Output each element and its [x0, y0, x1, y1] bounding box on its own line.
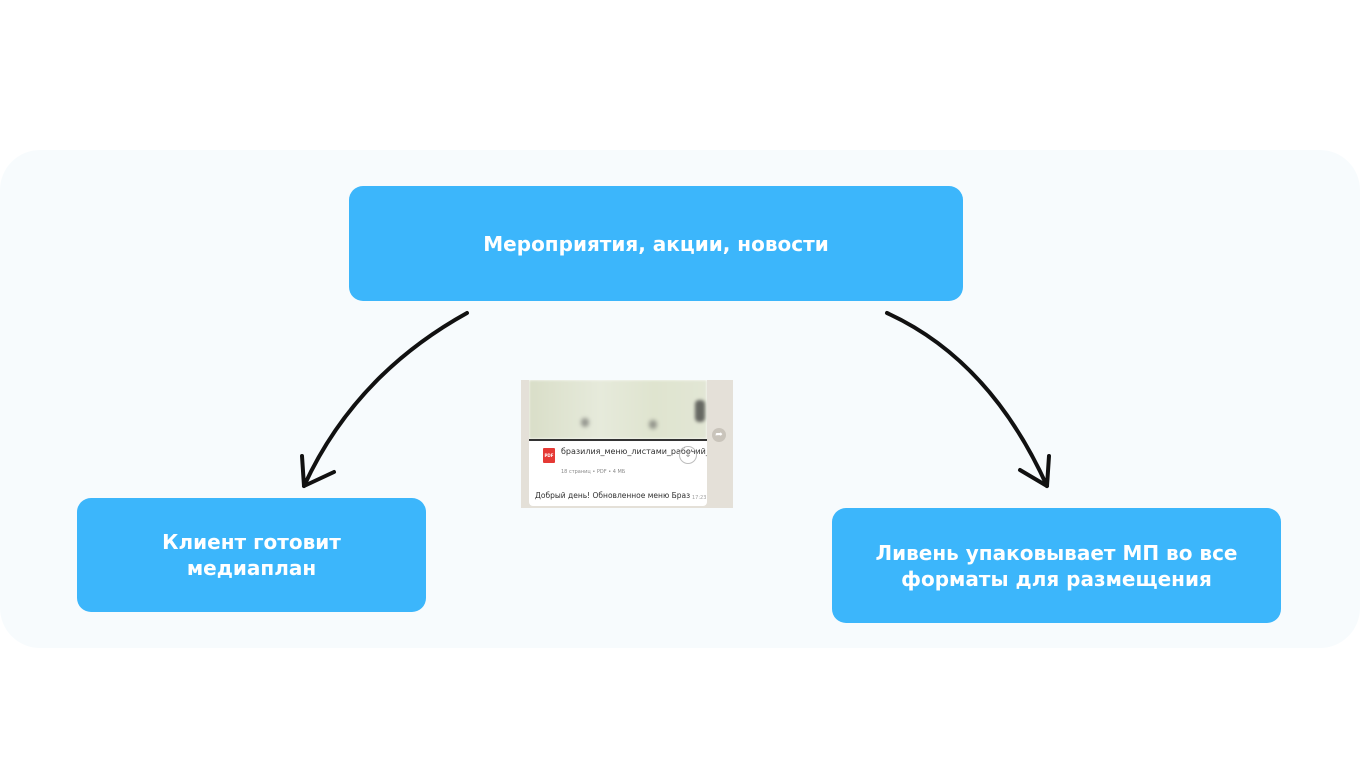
node-label: Мероприятия, акции, новости — [483, 231, 829, 256]
node-client-prepares-mediaplan: Клиент готовит медиаплан — [77, 498, 426, 612]
message-text: Добрый день! Обновленное меню Бразил — [535, 491, 690, 500]
node-events-promotions-news: Мероприятия, акции, новости — [349, 186, 963, 301]
chat-message-screenshot: PDF бразилия_меню_листами_рабочий_2025.p… — [521, 380, 733, 508]
message-time: 17:23 — [692, 495, 707, 501]
download-icon: ↓ — [679, 446, 697, 464]
node-liven-packages-formats: Ливень упаковывает МП во все форматы для… — [832, 508, 1281, 623]
node-label: Клиент готовит медиаплан — [162, 530, 341, 580]
forward-icon: ➦ — [712, 428, 726, 442]
message-bubble: PDF бразилия_меню_листами_рабочий_2025.p… — [529, 380, 707, 506]
file-name: бразилия_меню_листами_рабочий_2025.pdf — [561, 447, 707, 456]
node-label: Ливень упаковывает МП во все форматы для… — [875, 540, 1238, 591]
document-preview-thumbnail — [529, 380, 707, 439]
preview-divider — [529, 439, 707, 441]
file-meta: 18 страниц • PDF • 4 МБ — [561, 469, 626, 475]
pdf-icon: PDF — [543, 448, 555, 463]
